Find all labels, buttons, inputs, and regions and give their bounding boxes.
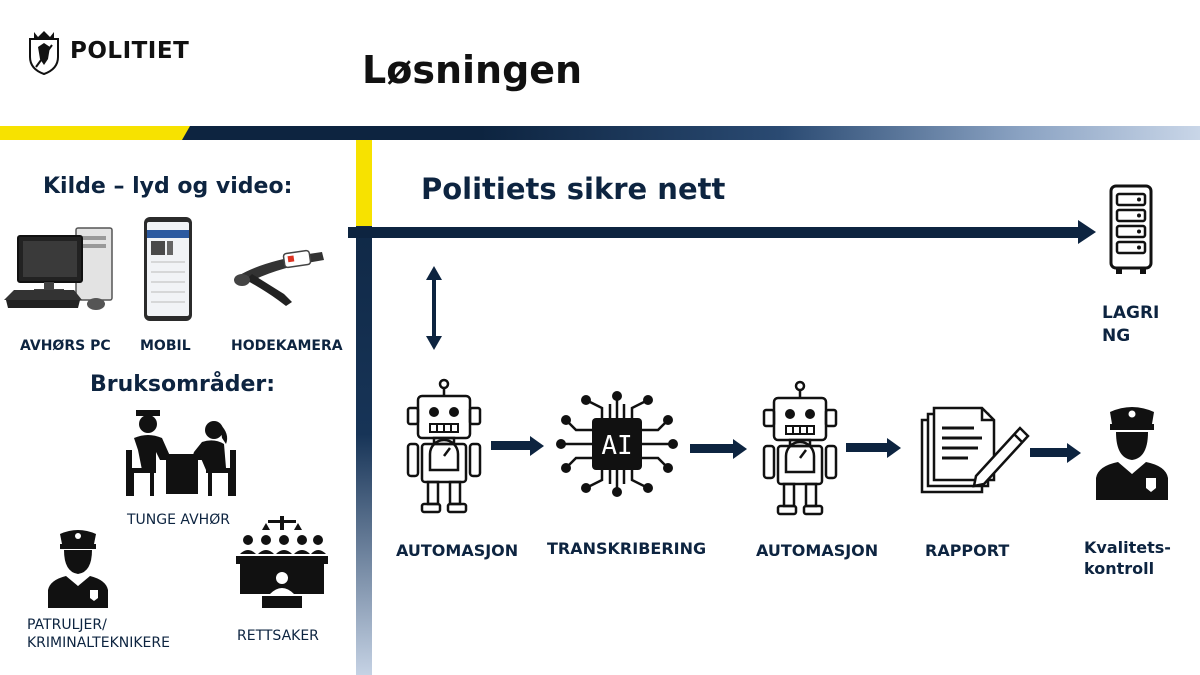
source-label-mobile: MOBIL: [140, 338, 191, 354]
flow-label-quality-line2: kontroll: [1084, 559, 1155, 578]
flow-arrow-1-head: [530, 436, 544, 456]
flow-arrow-1: [491, 441, 531, 450]
storage-label-line2: NG: [1102, 326, 1131, 346]
usage-label-patrol-line1: PATRULJER/: [27, 617, 107, 633]
usage-label-patrol: PATRULJER/ KRIMINALTEKNIKERE: [27, 616, 170, 652]
header-band-accent: [0, 126, 190, 140]
politiet-logo: [24, 29, 64, 76]
bidirectional-arrow: [424, 266, 444, 350]
page-title: Løsningen: [362, 48, 583, 92]
header-band: [0, 126, 1200, 140]
storage-label: LAGRI NG: [1102, 302, 1159, 348]
logo-text: POLITIET: [70, 38, 190, 64]
usage-heading: Bruksområder:: [90, 372, 276, 397]
vertical-divider-accent: [356, 140, 372, 226]
flow-label-quality-control: Kvalitets- kontroll: [1084, 537, 1171, 579]
flow-arrow-3-head: [887, 438, 901, 458]
network-label: Politiets sikre nett: [421, 172, 726, 206]
robot-icon-2: [762, 380, 838, 516]
flow-label-quality-line1: Kvalitets-: [1084, 538, 1171, 557]
server-icon: [1108, 184, 1154, 276]
svg-text:AI: AI: [601, 431, 632, 461]
vertical-divider: [356, 140, 372, 675]
network-line: [348, 227, 1082, 238]
flow-arrow-2: [690, 444, 734, 453]
network-arrow-head: [1078, 220, 1096, 244]
source-label-head-camera: HODEKAMERA: [231, 338, 343, 354]
patrol-officer-icon: [46, 528, 110, 608]
mobile-phone-icon: [143, 216, 193, 322]
flow-label-automation-2: AUTOMASJON: [756, 541, 879, 560]
courtroom-icon: [236, 516, 328, 612]
flow-arrow-2-head: [733, 439, 747, 459]
usage-label-court: RETTSAKER: [237, 628, 319, 644]
flow-arrow-4-head: [1067, 443, 1081, 463]
sources-heading: Kilde – lyd og video:: [43, 174, 293, 199]
quality-control-officer-icon: [1094, 404, 1170, 500]
flow-label-automation-1: AUTOMASJON: [396, 541, 519, 560]
coat-of-arms-icon: [29, 31, 59, 76]
ai-chip-icon: AI: [556, 390, 678, 498]
desktop-pc-icon: [4, 226, 118, 314]
usage-label-interrogation: TUNGE AVHØR: [127, 512, 230, 528]
flow-arrow-3: [846, 443, 888, 452]
flow-arrow-4: [1030, 448, 1068, 457]
usage-label-patrol-line2: KRIMINALTEKNIKERE: [27, 635, 170, 651]
flow-label-transcription: TRANSKRIBERING: [547, 539, 707, 558]
source-label-pc: AVHØRS PC: [20, 338, 111, 354]
report-document-icon: [918, 406, 1030, 496]
flow-label-report: RAPPORT: [925, 541, 1010, 560]
robot-icon: [406, 378, 482, 514]
head-camera-icon: [234, 246, 326, 310]
storage-label-line1: LAGRI: [1102, 303, 1160, 323]
interrogation-icon: [122, 408, 242, 502]
